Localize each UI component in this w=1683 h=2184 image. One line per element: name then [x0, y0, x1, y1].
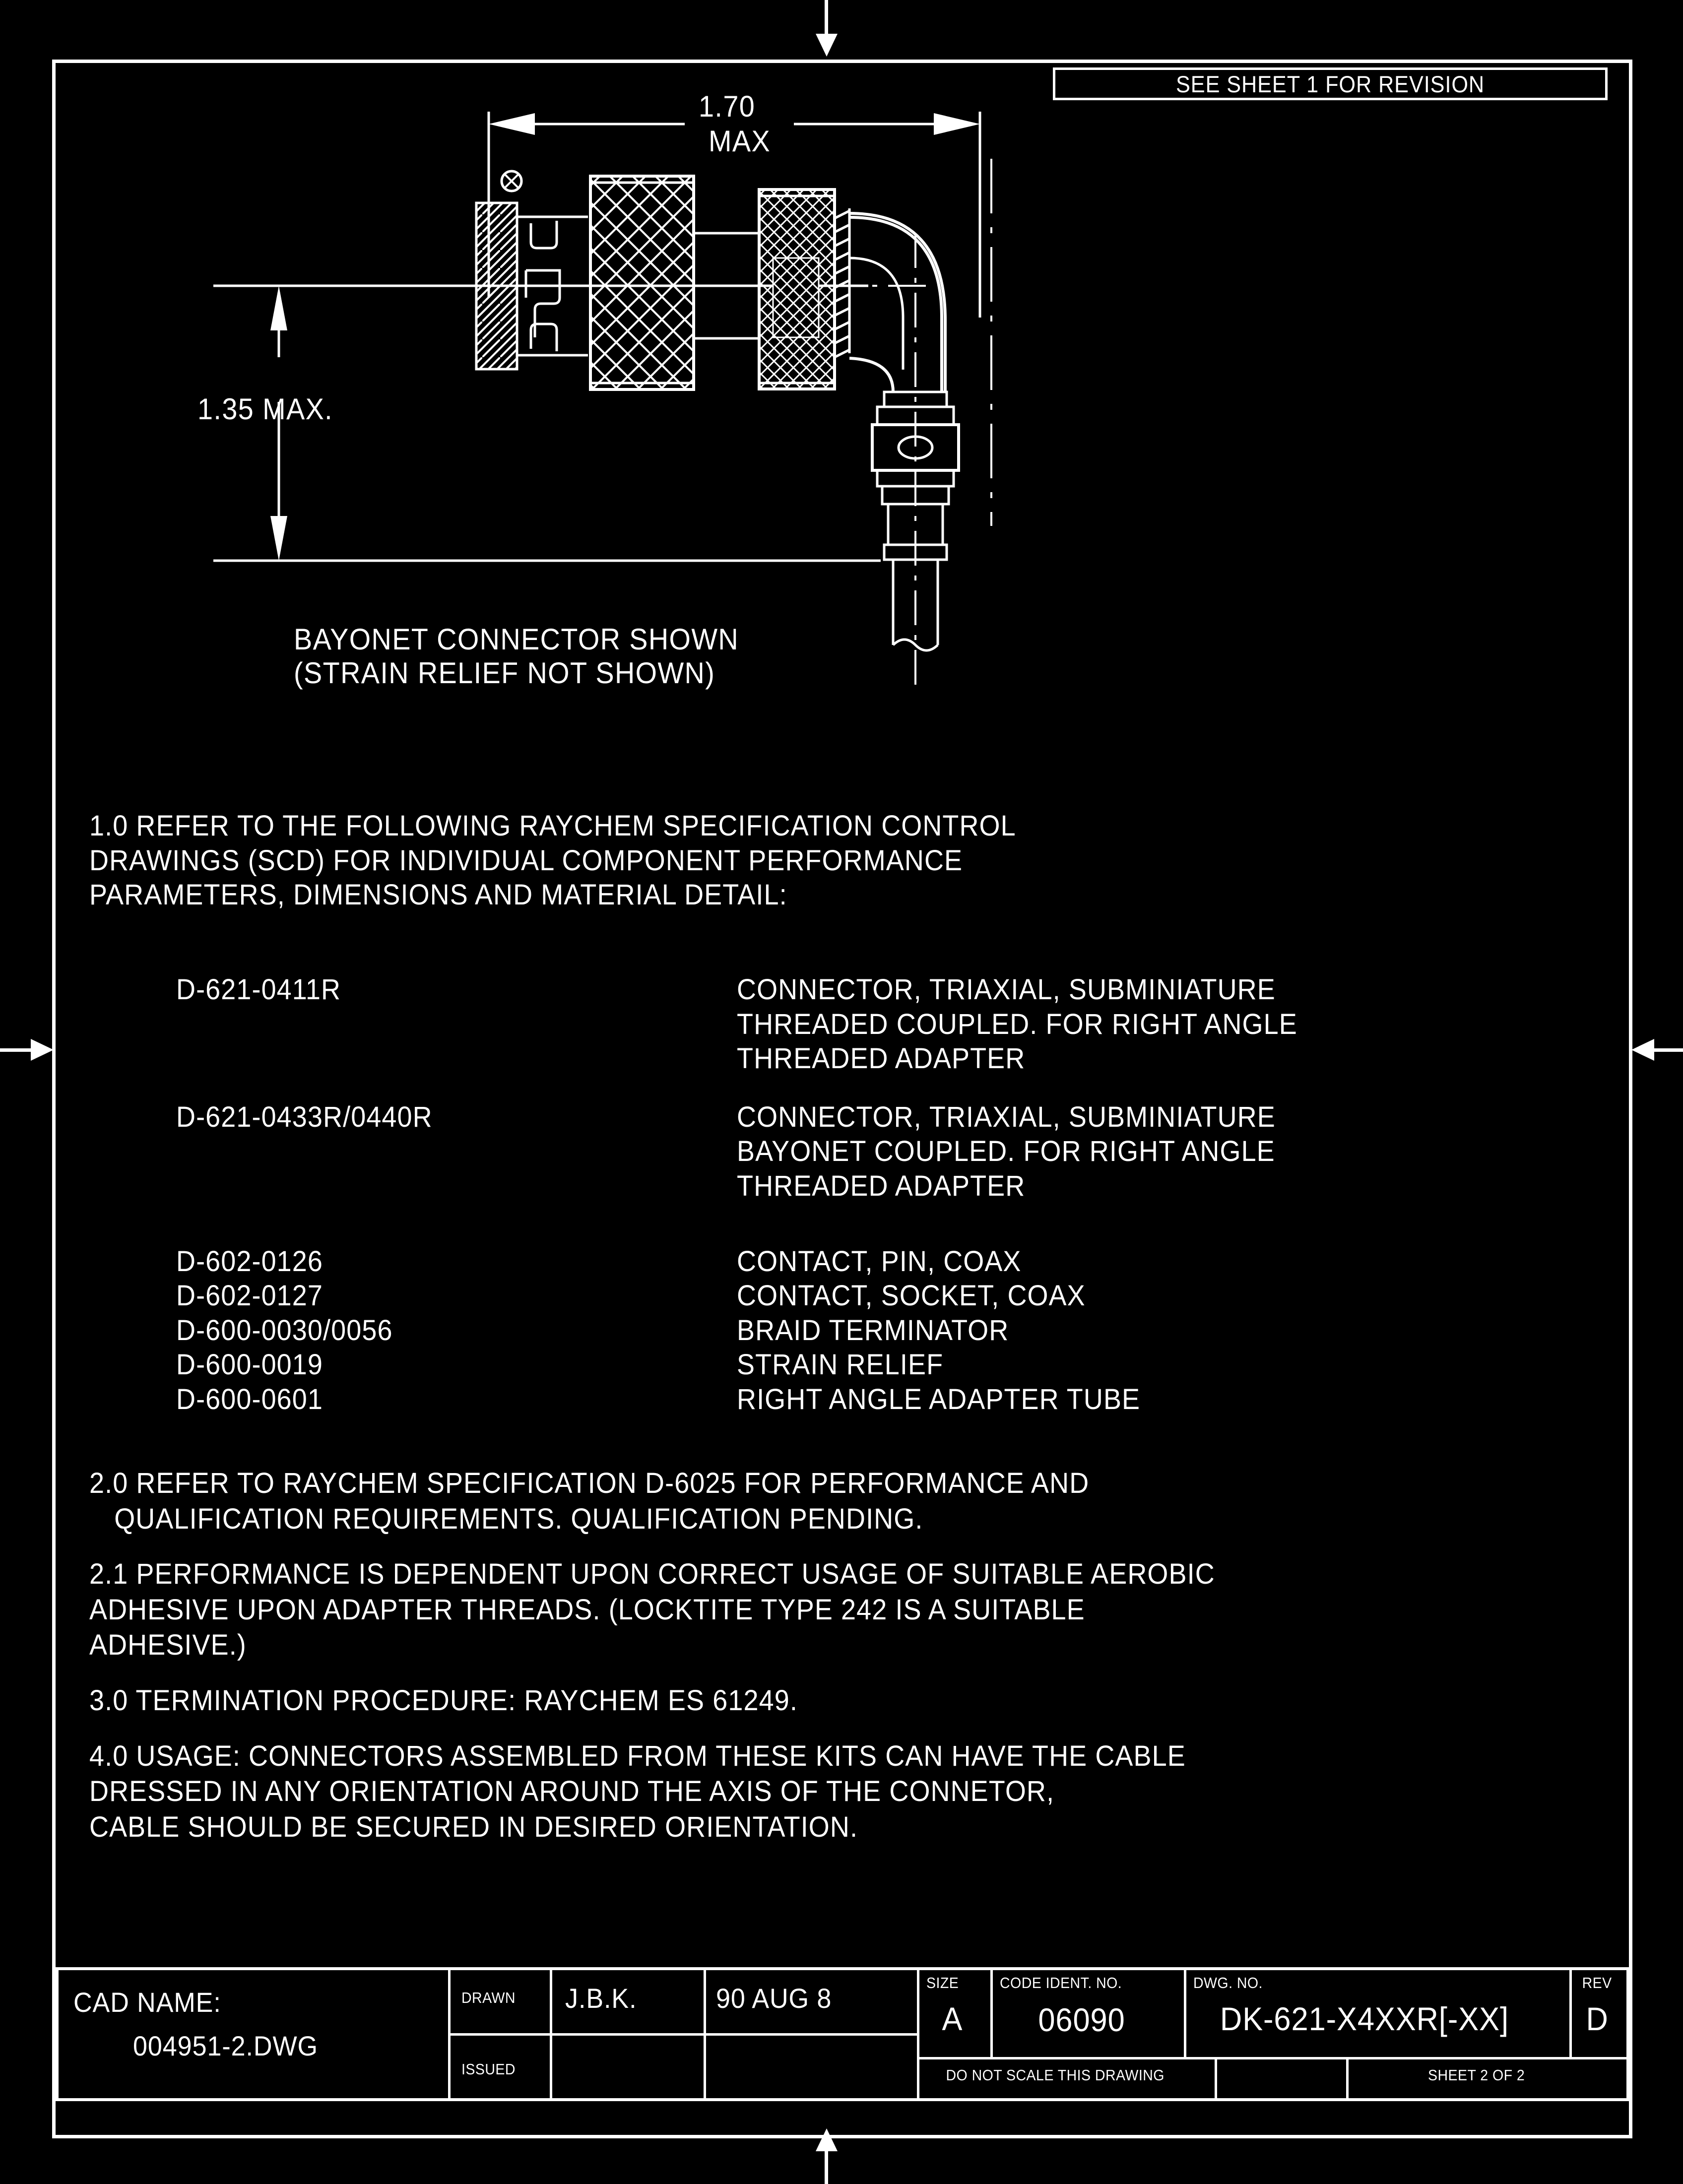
notes-section-continued: 2.0 REFER TO RAYCHEM SPECIFICATION D-602…: [89, 1466, 1588, 1845]
scd-part-number: D-621-0433R/0440R: [176, 1100, 433, 1133]
scd-row: D-600-0601 RIGHT ANGLE ADAPTER TUBE: [176, 1382, 1541, 1417]
rev-cell: REV D: [1572, 1970, 1626, 2057]
scd-description-line: CONNECTOR, TRIAXIAL, SUBMINIATURE: [737, 973, 1276, 1006]
scd-description-line: THREADED COUPLED. FOR RIGHT ANGLE: [737, 1008, 1297, 1040]
scd-description-line: THREADED ADAPTER: [737, 1169, 1026, 1202]
scd-description: STRAIN RELIEF: [737, 1349, 944, 1381]
scd-description-line: BAYONET COUPLED. FOR RIGHT ANGLE: [737, 1135, 1275, 1168]
drawing-caption: BAYONET CONNECTOR SHOWN (STRAIN RELIEF N…: [294, 623, 773, 691]
title-block-blank-cell: [1217, 2059, 1349, 2098]
drawn-date-value: 90 AUG 8: [716, 1983, 832, 2014]
scd-reference-table: D-621-0411R CONNECTOR, TRIAXIAL, SUBMINI…: [176, 972, 1541, 1417]
issued-row: ISSUED: [451, 2035, 917, 2099]
drawn-row: DRAWN J.B.K. 90 AUG 8: [451, 1970, 917, 2036]
scd-row: D-602-0126 CONTACT, PIN, COAX: [176, 1244, 1541, 1279]
cad-name-label: CAD NAME:: [73, 1987, 221, 2018]
right-center-arrow-icon: [1631, 1034, 1683, 1064]
scd-description: CONTACT, SOCKET, COAX: [737, 1280, 1086, 1312]
revision-note-box: SEE SHEET 1 FOR REVISION: [1053, 67, 1608, 100]
scd-part-number: D-600-0601: [176, 1383, 324, 1415]
scd-group: D-621-0433R/0440R CONNECTOR, TRIAXIAL, S…: [176, 1100, 1541, 1204]
drawn-label-cell: DRAWN: [451, 1970, 552, 2033]
scd-description-line: CONNECTOR, TRIAXIAL, SUBMINIATURE: [737, 1100, 1276, 1133]
rev-label: REV: [1582, 1974, 1612, 1991]
size-cell: SIZE A: [919, 1970, 993, 2057]
note-4-line-1: 4.0 USAGE: CONNECTORS ASSEMBLED FROM THE…: [89, 1739, 1186, 1772]
note-1-line-3: PARAMETERS, DIMENSIONS AND MATERIAL DETA…: [89, 879, 787, 911]
issued-label: ISSUED: [461, 2060, 516, 2078]
issued-by-cell[interactable]: [552, 2035, 706, 2098]
drawn-by-value: J.B.K.: [565, 1983, 637, 2014]
dwg-no-cell: DWG. NO. DK-621-X4XXR[-XX]: [1186, 1970, 1572, 2057]
code-ident-value: 06090: [1038, 2001, 1125, 2038]
dwg-no-label: DWG. NO.: [1193, 1974, 1263, 1991]
code-ident-label: CODE IDENT. NO.: [1000, 1974, 1122, 1991]
dimension-label-width-qualifier: MAX: [709, 125, 771, 158]
top-center-arrow-icon: [811, 0, 841, 59]
scd-part-number: D-621-0411R: [176, 973, 341, 1006]
drawn-label: DRAWN: [461, 1989, 516, 2006]
scd-part-number: D-602-0127: [176, 1280, 324, 1312]
note-4: 4.0 USAGE: CONNECTORS ASSEMBLED FROM THE…: [89, 1739, 1588, 1845]
dimension-label-width: 1.70: [699, 90, 756, 123]
drawn-by-cell[interactable]: J.B.K.: [552, 1970, 706, 2033]
scd-row: D-600-0030/0056 BRAID TERMINATOR: [176, 1313, 1541, 1348]
notes-section: 1.0 REFER TO THE FOLLOWING RAYCHEM SPECI…: [89, 809, 1588, 912]
note-2-1-line-3: ADHESIVE.): [89, 1629, 247, 1662]
caption-line-1: BAYONET CONNECTOR SHOWN: [294, 623, 739, 656]
size-label: SIZE: [926, 1974, 959, 1991]
note-2: 2.0 REFER TO RAYCHEM SPECIFICATION D-602…: [89, 1466, 1588, 1536]
sheet-info-cell: SHEET 2 OF 2: [1349, 2059, 1626, 2098]
revision-note-text: SEE SHEET 1 FOR REVISION: [1175, 70, 1485, 97]
note-2-1-line-2: ADHESIVE UPON ADAPTER THREADS. (LOCKTITE…: [89, 1593, 1085, 1626]
drawn-date-cell[interactable]: 90 AUG 8: [706, 1970, 917, 2033]
dimension-label-height: 1.35 MAX.: [197, 392, 333, 426]
dwg-no-value: DK-621-X4XXR[-XX]: [1220, 2000, 1509, 2037]
note-4-line-2: DRESSED IN ANY ORIENTATION AROUND THE AX…: [89, 1775, 1055, 1808]
scd-description: BRAID TERMINATOR: [737, 1314, 1009, 1347]
note-1: 1.0 REFER TO THE FOLLOWING RAYCHEM SPECI…: [89, 809, 1588, 912]
note-3-line-1: 3.0 TERMINATION PROCEDURE: RAYCHEM ES 61…: [89, 1684, 798, 1717]
size-value: A: [942, 2000, 963, 2037]
scd-part-number: D-600-0030/0056: [176, 1314, 393, 1347]
cad-name-cell: CAD NAME: 004951-2.DWG: [59, 1970, 451, 2098]
rev-value: D: [1586, 2000, 1609, 2037]
scd-description-line: THREADED ADAPTER: [737, 1042, 1026, 1075]
scd-description: CONTACT, PIN, COAX: [737, 1245, 1022, 1278]
do-not-scale-cell: DO NOT SCALE THIS DRAWING: [919, 2059, 1217, 2098]
sheet-border: [52, 60, 1632, 2138]
issued-label-cell: ISSUED: [451, 2035, 552, 2098]
note-1-line-2: DRAWINGS (SCD) FOR INDIVIDUAL COMPONENT …: [89, 844, 963, 877]
note-2-line-1: 2.0 REFER TO RAYCHEM SPECIFICATION D-602…: [89, 1467, 1090, 1499]
caption-line-2: (STRAIN RELIEF NOT SHOWN): [294, 656, 715, 690]
drawing-identification-cell: SIZE A CODE IDENT. NO. 06090 DWG. NO. DK…: [919, 1970, 1626, 2098]
note-2-line-2: QUALIFICATION REQUIREMENTS. QUALIFICATIO…: [114, 1502, 923, 1535]
title-block: CAD NAME: 004951-2.DWG DRAWN J.B.K. 90 A…: [56, 1967, 1629, 2101]
signoff-cell: DRAWN J.B.K. 90 AUG 8 ISSUED: [451, 1970, 919, 2098]
scd-part-number: D-602-0126: [176, 1245, 324, 1278]
note-4-line-3: CABLE SHOULD BE SECURED IN DESIRED ORIEN…: [89, 1810, 858, 1843]
left-center-arrow-icon: [0, 1034, 54, 1064]
code-ident-cell: CODE IDENT. NO. 06090: [993, 1970, 1186, 2057]
cad-name-value: 004951-2.DWG: [133, 2030, 319, 2061]
issued-date-cell[interactable]: [706, 2036, 917, 2099]
bottom-center-arrow-icon: [811, 2128, 841, 2184]
scd-row: D-602-0127 CONTACT, SOCKET, COAX: [176, 1279, 1541, 1313]
connector-assembly-drawing: [213, 112, 992, 690]
sheet-info-text: SHEET 2 OF 2: [1427, 2066, 1525, 2084]
note-2-1-line-1: 2.1 PERFORMANCE IS DEPENDENT UPON CORREC…: [89, 1558, 1215, 1591]
scd-group: D-621-0411R CONNECTOR, TRIAXIAL, SUBMINI…: [176, 972, 1541, 1076]
note-2-1: 2.1 PERFORMANCE IS DEPENDENT UPON CORREC…: [89, 1557, 1588, 1663]
scd-row: D-600-0019 STRAIN RELIEF: [176, 1348, 1541, 1382]
note-1-line-1: 1.0 REFER TO THE FOLLOWING RAYCHEM SPECI…: [89, 810, 1016, 842]
scd-part-number: D-600-0019: [176, 1349, 324, 1381]
scd-description: RIGHT ANGLE ADAPTER TUBE: [737, 1383, 1141, 1415]
do-not-scale-text: DO NOT SCALE THIS DRAWING: [946, 2066, 1165, 2084]
note-3: 3.0 TERMINATION PROCEDURE: RAYCHEM ES 61…: [89, 1683, 1588, 1718]
